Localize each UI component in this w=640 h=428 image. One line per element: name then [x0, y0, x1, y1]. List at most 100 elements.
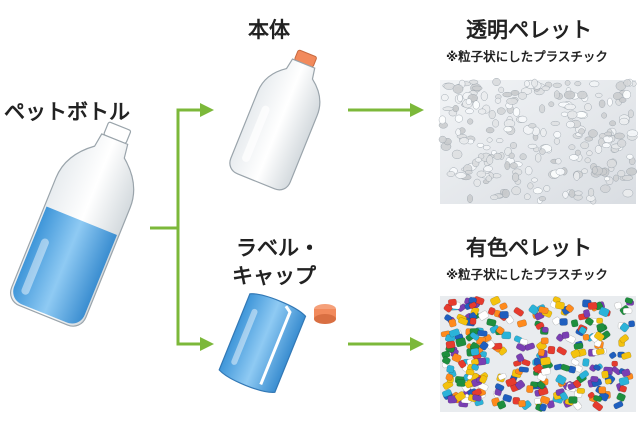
colored-pellet: [479, 350, 487, 358]
clear-pellet: [535, 153, 542, 163]
clear-pellet: [567, 110, 578, 120]
colored-pellet: [628, 320, 636, 328]
clear-pellet: [569, 154, 579, 161]
colored-pellet: [618, 376, 630, 386]
clear-pellet: [482, 144, 491, 151]
colored-pellet: [584, 317, 594, 326]
colored-pellet: [541, 326, 549, 333]
clear-pellet: [494, 97, 502, 104]
clear-pellet: [541, 85, 550, 91]
clear-pellet: [455, 172, 467, 179]
colored-pellet: [587, 391, 595, 399]
colored-pellet: [445, 373, 454, 381]
clear-pellet: [452, 84, 464, 94]
colored-pellet: [583, 309, 591, 318]
connector-lines: [150, 108, 410, 346]
clear-pellet: [452, 105, 459, 113]
clear-pellet: [548, 101, 555, 107]
colored-pellet: [516, 353, 525, 363]
bottle-body-icon: [229, 49, 321, 191]
colored-pellet: [547, 345, 556, 355]
colored-pellet: [447, 298, 457, 307]
colored-pellet: [613, 401, 624, 410]
clear-pellet: [617, 170, 626, 178]
part-label-cap-label-line2: キャップ: [232, 264, 316, 288]
colored-pellet: [568, 396, 578, 404]
colored-pellet: [513, 307, 524, 317]
colored-pellet: [445, 340, 456, 349]
clear-pellet: [459, 137, 469, 145]
clear-pellet: [438, 135, 447, 144]
clear-pellet: [552, 82, 562, 88]
colored-pellet: [555, 301, 565, 310]
colored-pellet: [469, 332, 480, 341]
clear-pellet: [518, 91, 527, 100]
colored-pellet: [611, 360, 618, 367]
clear-pellet: [438, 115, 447, 125]
colored-pellet: [579, 370, 589, 380]
clear-pellet: [472, 100, 480, 110]
clear-pellet: [600, 184, 611, 193]
colored-pellet: [573, 379, 582, 389]
colored-pellet: [570, 349, 581, 359]
colored-pellet: [455, 337, 467, 348]
output-clear-note: ※粒子状にしたプラスチック: [446, 49, 608, 64]
colored-pellet: [552, 296, 561, 304]
colored-pellet: [536, 380, 546, 390]
clear-pellet: [501, 188, 510, 199]
colored-pellet: [590, 375, 599, 383]
colored-pellet: [456, 379, 466, 387]
clear-pellet: [493, 152, 502, 160]
colored-pellet: [448, 318, 457, 328]
clear-pellet: [553, 131, 562, 139]
clear-pellet: [601, 112, 607, 119]
clear-pellet: [454, 114, 463, 123]
clear-pellet: [451, 149, 463, 160]
colored-pellet: [469, 317, 477, 325]
clear-pellet: [555, 158, 562, 165]
clear-pellet: [446, 171, 456, 177]
clear-pellet: [527, 182, 534, 190]
colored-pellet: [556, 346, 567, 356]
colored-pellet: [521, 359, 531, 367]
clear-pellet: [578, 128, 586, 135]
colored-pellet: [479, 341, 489, 351]
output-colored-note: ※粒子状にしたプラスチック: [446, 267, 608, 282]
clear-pellet: [627, 109, 634, 119]
label-sleeve-icon: [218, 293, 307, 393]
clear-pellet: [519, 153, 527, 161]
colored-pellet: [528, 304, 540, 315]
colored-pellet: [560, 363, 571, 372]
clear-pellet: [512, 107, 521, 117]
colored-pellet: [587, 301, 598, 310]
clear-pellet: [540, 128, 547, 138]
clear-pellet: [492, 77, 501, 87]
clear-pellet: [574, 81, 582, 87]
colored-pellet: [601, 370, 609, 379]
clear-pellet: [623, 79, 632, 87]
clear-pellet: [626, 129, 639, 138]
clear-pellet: [531, 177, 538, 183]
arrow-head-to-clear: [410, 103, 424, 117]
clear-pellet: [584, 103, 592, 112]
clear-pellet: [476, 170, 487, 178]
clear-pellet: [588, 129, 598, 138]
clear-pellet: [474, 157, 482, 163]
clear-pellet: [573, 171, 581, 181]
colored-pellet: [619, 334, 629, 344]
clear-pellet: [574, 190, 583, 196]
clear-pellet: [539, 148, 546, 155]
clear-pellet: [577, 90, 588, 100]
clear-pellet: [598, 99, 606, 108]
colored-pellet: [495, 326, 505, 335]
clear-pellet: [626, 153, 634, 160]
clear-pellet: [563, 90, 576, 100]
colored-pellet: [582, 358, 590, 367]
clear-pellet: [442, 106, 454, 112]
colored-pellet: [501, 331, 512, 340]
clear-pellet: [604, 176, 611, 182]
colored-pellet: [598, 386, 607, 394]
colored-pellet: [478, 310, 489, 321]
colored-pellet: [448, 328, 460, 338]
colored-pellet: [540, 356, 551, 366]
